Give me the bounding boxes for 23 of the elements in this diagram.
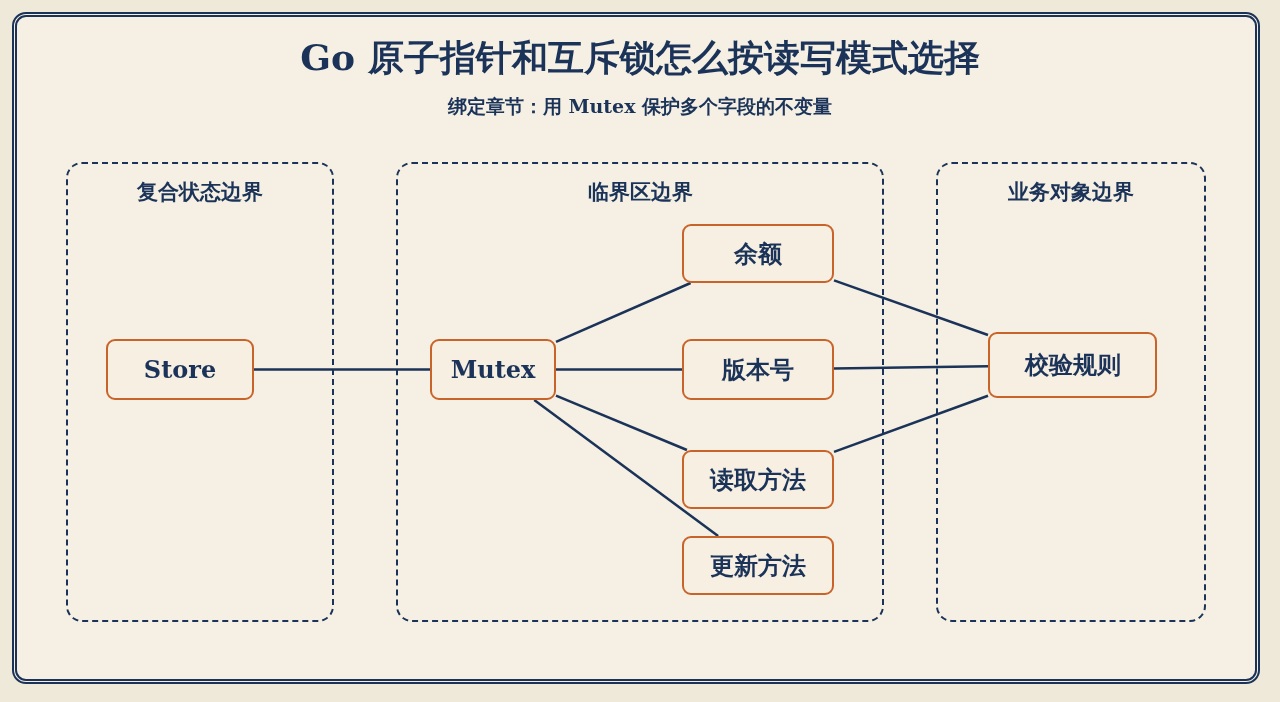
boundary-box [396, 162, 884, 622]
connector-line [555, 394, 688, 452]
connector-line [556, 368, 682, 371]
connector-line [833, 279, 989, 337]
boundary-box [936, 162, 1206, 622]
connector-line [254, 368, 430, 371]
boundary-box [66, 162, 334, 622]
subtitle: 绑定章节：用 Mutex 保护多个字段的不变量 [446, 94, 834, 119]
boundary-heading: 业务对象边界 [1007, 178, 1135, 206]
boundary-heading: 临界区边界 [586, 178, 694, 206]
connector-line [833, 394, 989, 453]
title: Go 原子指针和互斥锁怎么按读写模式选择 [299, 35, 981, 80]
connector-line [533, 399, 719, 537]
component-box: 校验规则 [988, 332, 1157, 398]
component-box: Store [106, 339, 254, 400]
component-box: 更新方法 [682, 536, 834, 595]
component-box: Mutex [430, 339, 556, 400]
connector-line [834, 364, 988, 370]
component-box: 余额 [682, 224, 834, 283]
connector-line [555, 281, 692, 344]
component-box: 读取方法 [682, 450, 834, 509]
component-box: 版本号 [682, 339, 834, 400]
boundary-heading: 复合状态边界 [136, 178, 264, 206]
